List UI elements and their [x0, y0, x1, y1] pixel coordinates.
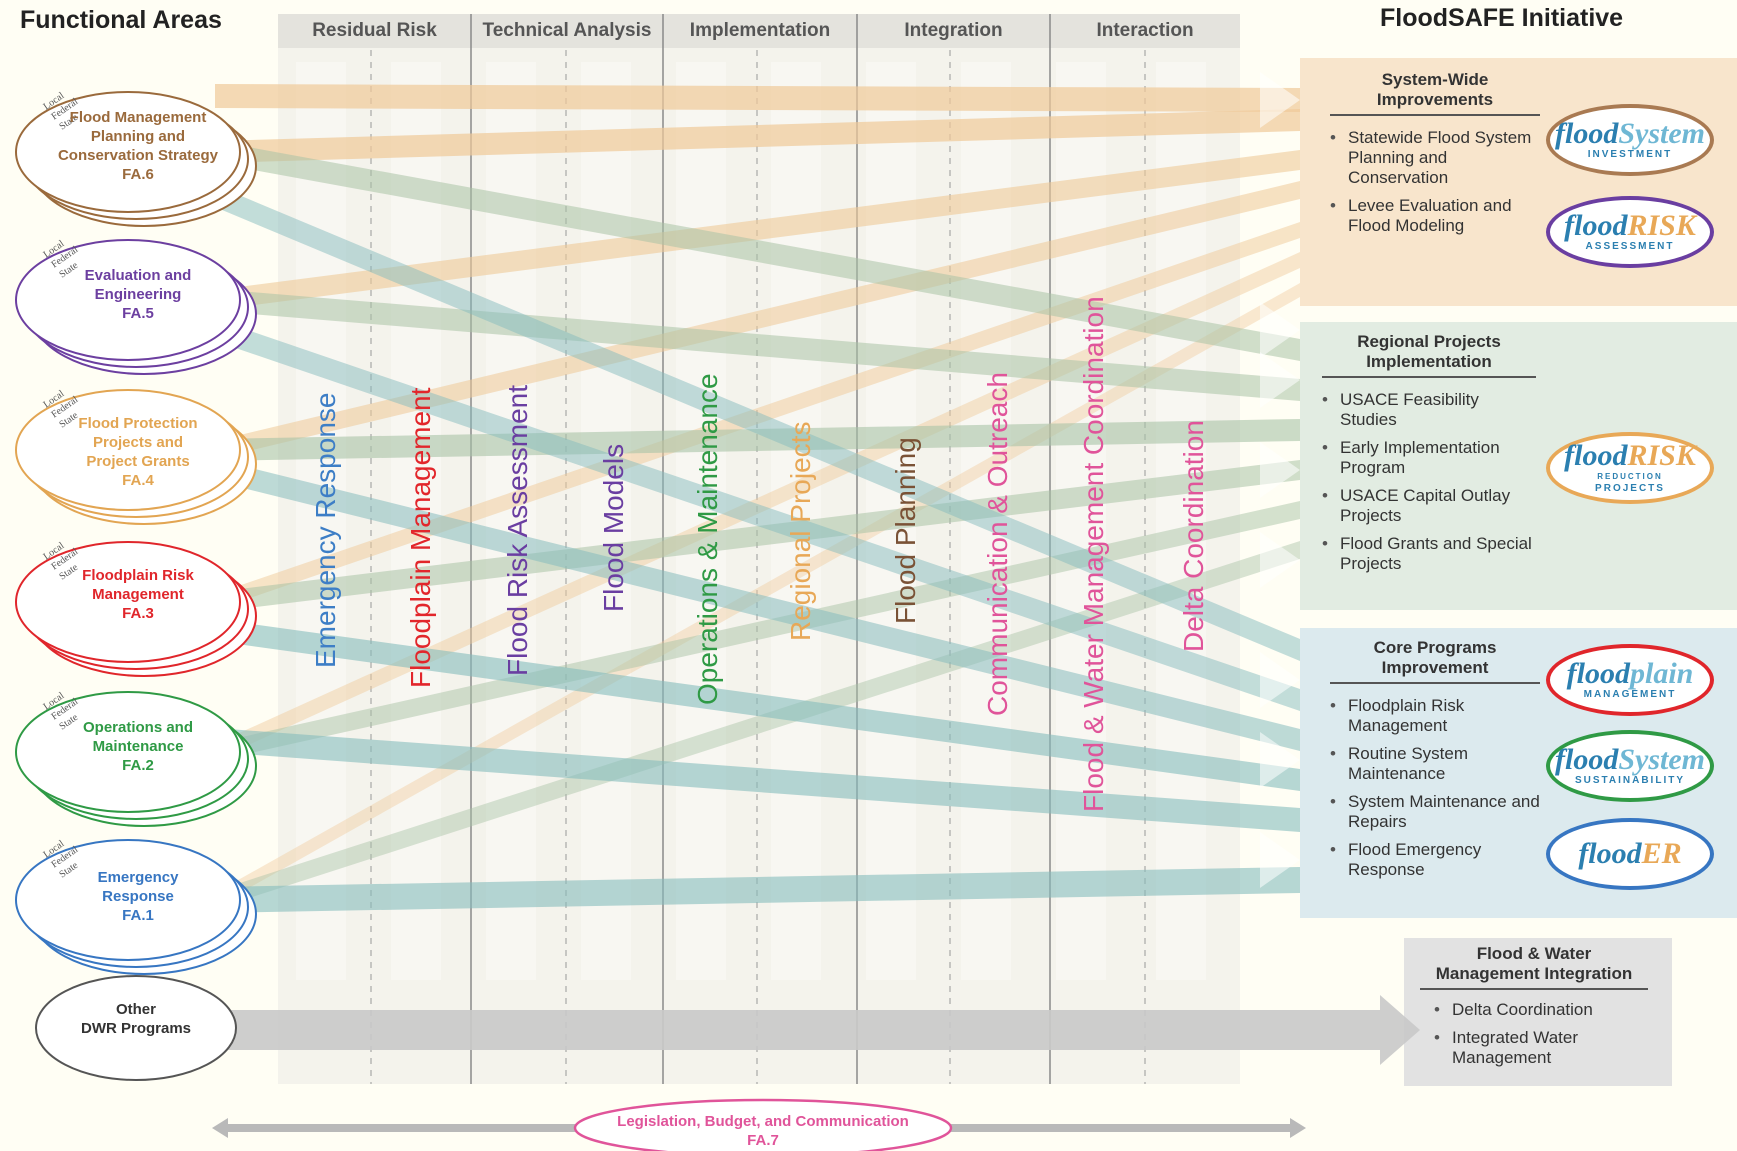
logo-wordmark: floodplain [1566, 657, 1694, 690]
activity-flood-models: Flood Models [598, 443, 629, 612]
flow-arrowhead [1260, 832, 1300, 888]
flow-band [215, 460, 1300, 612]
panel-item: Delta Coordination [1434, 1000, 1648, 1020]
flow-band [215, 150, 1300, 310]
panel-item: USACE Feasibility Studies [1322, 390, 1536, 430]
functional-area-ellipse [15, 691, 241, 813]
flow-arrowhead [1260, 302, 1300, 358]
flow-band [215, 185, 1300, 661]
logo-subtitle: ASSESSMENT [1585, 241, 1675, 252]
activity-column-stripe [1056, 62, 1106, 980]
panel-item: Routine System Maintenance [1330, 744, 1540, 784]
logo-subtitle: PROJECTS [1595, 483, 1665, 494]
flow-band [215, 501, 1300, 761]
panel-item: Flood Emergency Response [1330, 840, 1540, 880]
functional-area-ellipse [15, 389, 241, 511]
flow-arrowhead [1260, 72, 1300, 128]
legislation-ellipse [573, 1098, 953, 1151]
panel-item: USACE Capital Outlay Projects [1322, 486, 1536, 526]
activity-flood-planning: Flood Planning [890, 437, 921, 624]
functional-area-ellipse [15, 541, 241, 663]
logo-subtitle: INVESTMENT [1587, 149, 1673, 160]
logo-wordmark: floodER [1578, 837, 1682, 870]
functional-area-ellipse [15, 239, 241, 361]
activity-flood-water-management-coordination: Flood & Water Management Coordination [1078, 296, 1109, 812]
column-header-technical-analysis: Technical Analysis [482, 20, 652, 41]
flow-arrowhead [1260, 442, 1300, 498]
flow-band [215, 141, 1300, 361]
flow-band [215, 867, 1300, 913]
activity-communication-outreach: Communication & Outreach [982, 372, 1013, 716]
flood-er-logo: floodER [1546, 818, 1714, 890]
logo-wordmark: floodSystem [1555, 117, 1705, 150]
flow-band [215, 84, 1300, 112]
other-programs-arrow [215, 995, 1420, 1065]
activity-column-stripe [296, 62, 346, 980]
logo-subtitle: REDUCTION [1597, 472, 1663, 481]
flow-band [215, 459, 1300, 751]
activity-delta-coordination: Delta Coordination [1178, 420, 1209, 652]
column-header-implementation: Implementation [689, 20, 831, 41]
logo-wordmark: floodSystem [1555, 743, 1705, 776]
functional-area-ellipse [15, 839, 241, 961]
column-header-interaction: Interaction [1096, 20, 1194, 41]
flow-band [215, 419, 1300, 461]
flow-arrowhead [1260, 732, 1300, 788]
flow-band [215, 109, 1300, 163]
column-header-residual-risk: Residual Risk [312, 20, 437, 41]
activity-column-stripe [676, 62, 726, 980]
flow-arrowhead [1260, 652, 1300, 708]
flow-band [215, 541, 1300, 909]
flow-band [215, 728, 1300, 832]
activity-flood-risk-assessment: Flood Risk Assessment [502, 385, 533, 676]
flow-band [215, 619, 1300, 791]
panel-item: Levee Evaluation and Flood Modeling [1330, 196, 1540, 236]
activity-operations-maintenance: Operations & Maintenance [692, 373, 723, 705]
logo-wordmark: floodRISK [1564, 209, 1696, 242]
activity-floodplain-management: Floodplain Management [405, 387, 436, 688]
panel-item: Integrated Water Management [1434, 1028, 1648, 1068]
activity-regional-projects: Regional Projects [785, 421, 816, 641]
matrix-header-strip [278, 14, 1240, 48]
activity-emergency-response: Emergency Response [310, 392, 341, 668]
panel-item: Floodplain Risk Management [1330, 696, 1540, 736]
flow-arrowhead [1260, 352, 1300, 408]
flow-band [215, 181, 1300, 459]
flow-arrowhead [1260, 532, 1300, 588]
flow-band [215, 319, 1300, 711]
panel-item: Statewide Flood System Planning and Cons… [1330, 128, 1540, 188]
logo-wordmark: floodRISK [1564, 439, 1696, 472]
functional-area-ellipse [15, 91, 241, 213]
panel-item: System Maintenance and Repairs [1330, 792, 1540, 832]
other-programs-ellipse [35, 975, 237, 1081]
logo-subtitle: SUSTAINABILITY [1574, 775, 1686, 786]
logo-subtitle: MANAGEMENT [1583, 689, 1677, 700]
floodsafe-initiative-title: FloodSAFE Initiative [1380, 4, 1624, 32]
column-header-integration: Integration [904, 20, 1003, 41]
panel-item: Flood Grants and Special Projects [1322, 534, 1536, 574]
functional-areas-title: Functional Areas [20, 6, 222, 34]
panel-item: Early Implementation Program [1322, 438, 1536, 478]
